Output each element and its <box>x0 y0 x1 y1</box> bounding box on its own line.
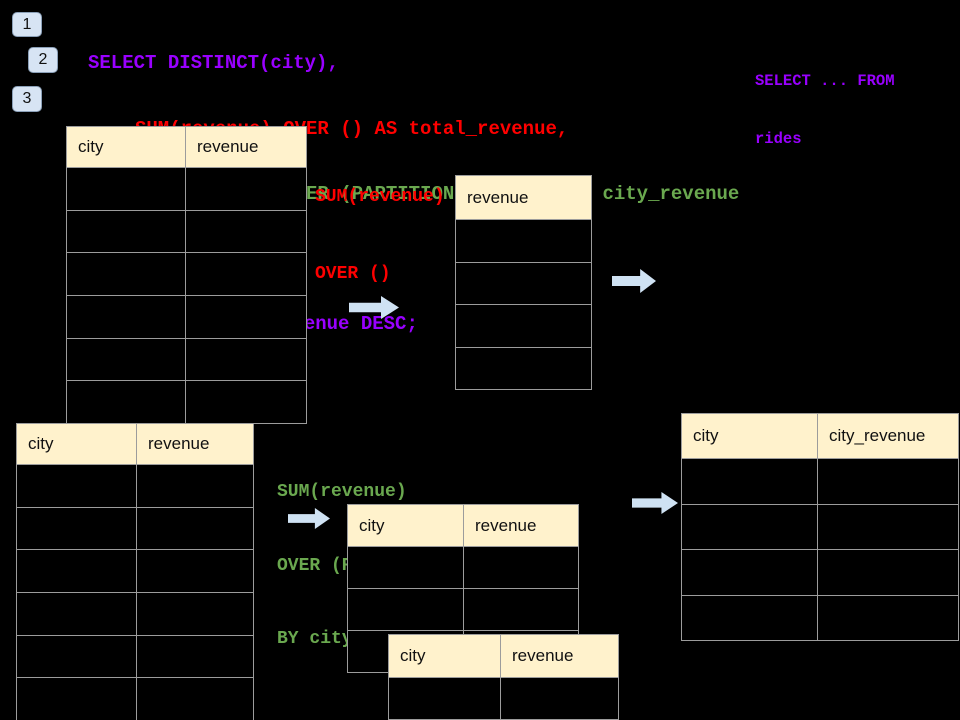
table-row <box>67 253 306 296</box>
table-header-row: city revenue <box>348 505 578 547</box>
column-header-city: city <box>17 424 137 464</box>
column-header-revenue: revenue <box>512 646 574 665</box>
table-row <box>17 507 253 551</box>
right-arrow-icon <box>612 269 656 293</box>
table-header-row: city revenue <box>17 424 253 465</box>
total-revenue-annotation: SUM(revenue) OVER () <box>315 134 445 338</box>
table-row <box>67 381 306 423</box>
table-row <box>67 210 306 254</box>
table-row <box>682 459 958 505</box>
table-row <box>456 305 591 348</box>
column-header-revenue: revenue <box>197 137 259 156</box>
step-badge-3: 3 <box>12 86 42 112</box>
table-header-row: city revenue <box>67 127 306 168</box>
right-arrow-icon <box>349 296 399 319</box>
source-table-bottom: city revenue <box>16 423 254 720</box>
step-badge-1: 1 <box>12 12 42 37</box>
source-table-top: city revenue <box>66 126 307 424</box>
select-from-rides-note-line1: SELECT ... FROM <box>755 71 895 90</box>
column-header-revenue: revenue <box>467 187 529 207</box>
table-row <box>682 550 958 596</box>
table-header-row: city city_revenue <box>682 414 958 459</box>
sql-select-line: SELECT DISTINCT(city), <box>88 52 339 75</box>
column-header-city: city <box>389 635 501 677</box>
total-revenue-annotation-line2: OVER () <box>315 263 391 284</box>
table-row <box>17 550 253 593</box>
table-header-row: revenue <box>456 176 591 220</box>
right-arrow-icon <box>632 492 678 514</box>
table-row <box>17 592 253 636</box>
table-row <box>456 347 591 389</box>
table-row <box>17 635 253 679</box>
table-row <box>682 504 958 550</box>
table-row <box>682 595 958 640</box>
select-from-rides-note: SELECT ... FROM rides <box>755 33 895 188</box>
column-header-city: city <box>67 127 186 167</box>
partition-table-b: city revenue <box>388 634 619 720</box>
select-from-rides-note-line2: rides <box>755 130 802 149</box>
total-revenue-table: revenue <box>455 175 592 390</box>
column-header-city-revenue: city_revenue <box>829 426 926 445</box>
partition-annotation-line1: SUM(revenue) <box>277 482 407 502</box>
column-header-revenue: revenue <box>475 515 537 535</box>
table-row <box>67 338 306 382</box>
column-header-city: city <box>348 505 464 546</box>
table-header-row: city revenue <box>389 635 618 678</box>
table-row <box>348 589 578 631</box>
table-row <box>67 295 306 339</box>
result-table: city city_revenue <box>681 413 959 641</box>
table-row <box>456 262 591 305</box>
total-revenue-annotation-line1: SUM(revenue) <box>315 187 445 207</box>
column-header-revenue: revenue <box>148 434 210 453</box>
table-row <box>17 678 253 720</box>
column-header-city: city <box>682 414 818 458</box>
table-row <box>456 220 591 263</box>
table-row <box>389 678 618 720</box>
table-row <box>348 547 578 589</box>
right-arrow-icon <box>288 508 330 529</box>
table-row <box>67 168 306 211</box>
step-badge-2: 2 <box>28 47 58 73</box>
table-row <box>17 465 253 508</box>
